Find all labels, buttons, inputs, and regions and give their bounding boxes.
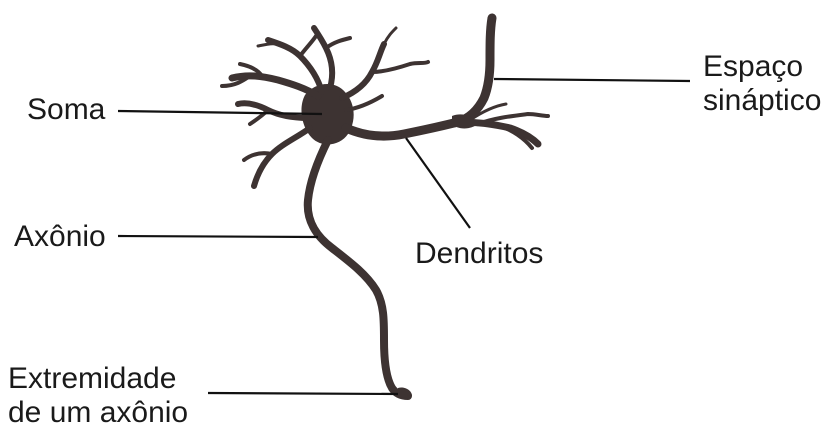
synaptic-space-label: Espaço sináptico (703, 50, 821, 118)
soma-label: Soma (27, 93, 105, 127)
dendrite-trunk (346, 18, 548, 148)
leader-line-extremidade (208, 393, 398, 394)
synaptic-space-label-line-2: sináptico (703, 84, 821, 118)
axon-terminal-label: Extremidade de um axônio (8, 362, 188, 430)
leader-line-soma (118, 111, 322, 114)
axon (308, 140, 408, 396)
axon-terminal-label-line-1: Extremidade (8, 362, 188, 396)
dendrites-label: Dendritos (415, 237, 543, 271)
axon-label: Axônio (14, 220, 106, 254)
leader-line-axonio (118, 236, 318, 237)
leader-line-espaco (494, 79, 690, 81)
leader-line-dendritos (406, 138, 470, 228)
soma-label-text: Soma (27, 93, 105, 127)
axon-label-text: Axônio (14, 220, 106, 254)
dendrites-label-text: Dendritos (415, 237, 543, 271)
synaptic-space-label-line-1: Espaço (703, 50, 821, 84)
axon-terminal (396, 387, 412, 399)
